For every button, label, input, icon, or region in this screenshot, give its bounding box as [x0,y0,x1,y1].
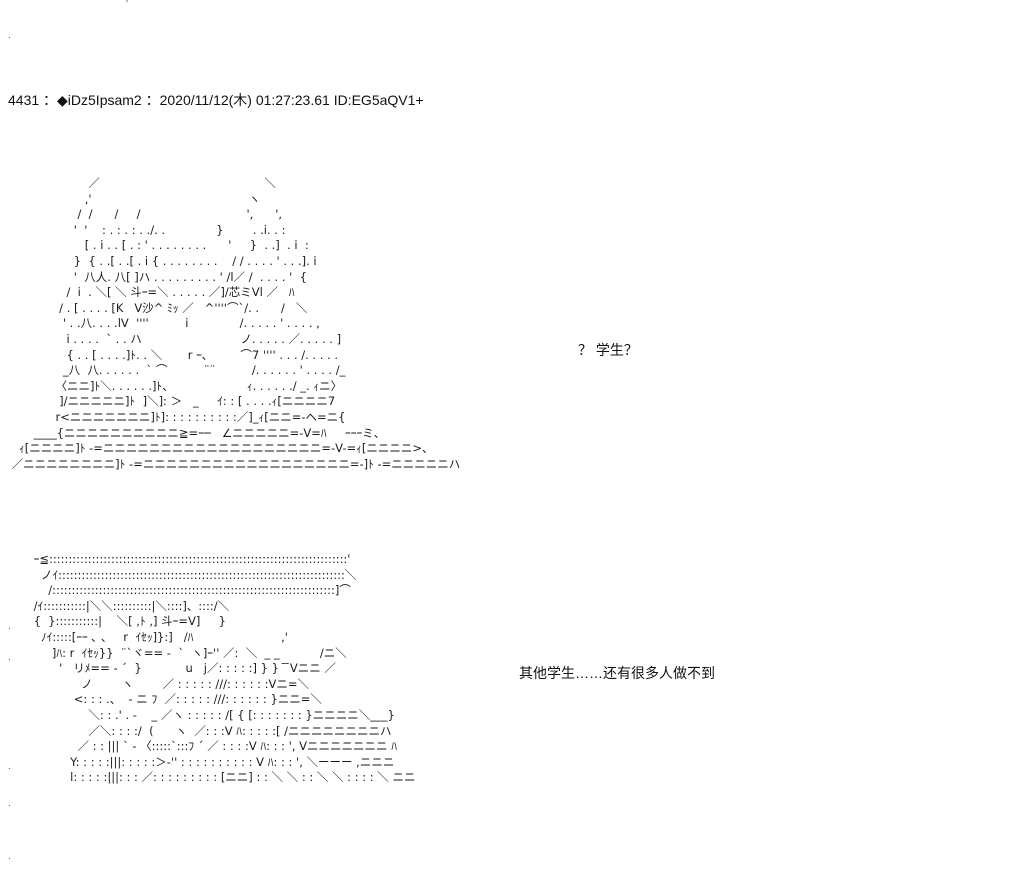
margin-dot: . [8,621,11,632]
ascii-art-top: ／ ＼ ,' ヽ / / / / ', ', [11,176,461,471]
post-header: 4431 ：◆iDz5Ipsam2 ：2020/11/12(木) 01:27:2… [8,92,424,108]
caption-other-students: 其他学生……还有很多人做不到 [519,665,715,681]
margin-dot: . [8,798,11,809]
margin-dot: . [8,761,11,772]
margin-dot: ' [126,0,128,10]
margin-dot: . [8,30,11,41]
margin-dot: . [8,652,11,663]
margin-dot: . [8,851,11,862]
ascii-art-bottom: ｰ≦::::::::::::::::::::::::::::::::::::::… [33,552,416,785]
caption-student: ？ 学生？ [578,342,638,358]
